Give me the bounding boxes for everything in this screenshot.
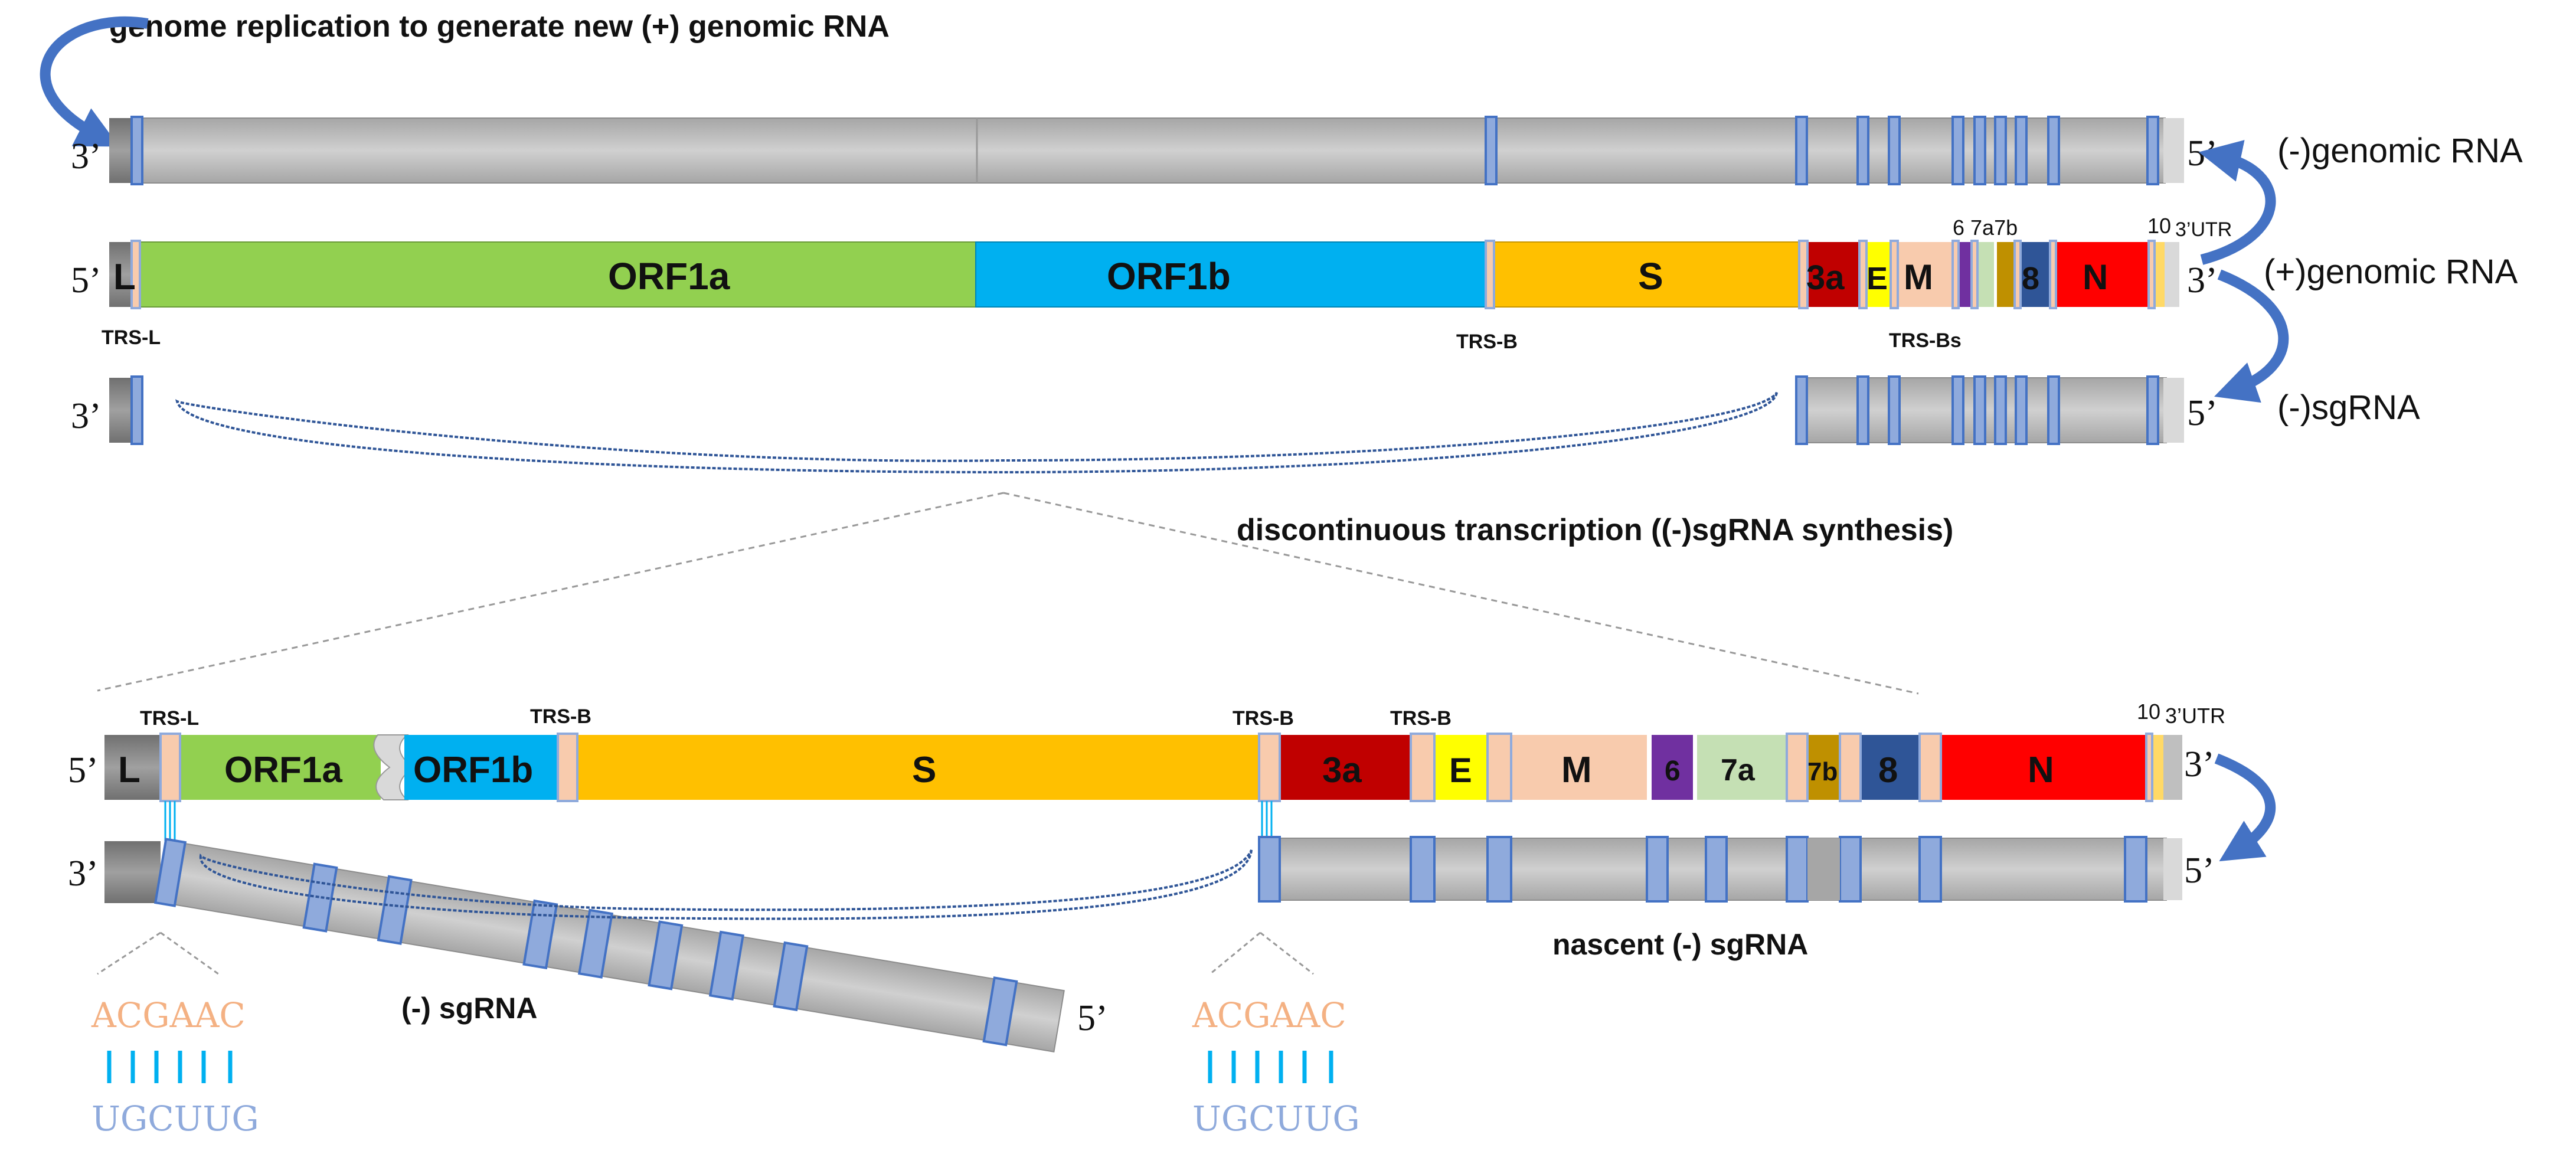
seq-zoom-left-b (160, 931, 219, 975)
complement-sequence-right: UGCUUG (1192, 1099, 1360, 1139)
base-pair-bars-left (107, 1051, 233, 1083)
detail-gene-M-label: M (1561, 750, 1592, 790)
detail-gene-10-label: 10 (2137, 699, 2160, 724)
detail-trs-B-label-2: TRS-B (1233, 707, 1294, 730)
detail-template-switch-dotted-arrow (199, 849, 1253, 920)
base-pair-bars-right (1208, 1051, 1333, 1083)
slanted-5prime-label: 5’ (1077, 998, 1108, 1038)
gene-M-label: M (1904, 257, 1933, 297)
pos-genomic-3prime-label: 3’ (2187, 260, 2218, 300)
gene-E-label: E (1866, 261, 1888, 296)
detail-gene-S-label: S (912, 750, 936, 790)
seq-zoom-right-b (1260, 931, 1314, 975)
detail-trs-B-label-3: TRS-B (1390, 707, 1452, 730)
detail-3prime-label: 3’ (2184, 744, 2215, 784)
neg-genomic-3prime-label: 3’ (71, 136, 102, 176)
detail-utr3-label: 3’UTR (2165, 704, 2225, 728)
replication-arrow-icon (40, 16, 149, 147)
detail-neg-sgrna-start (104, 841, 161, 903)
seq-zoom-right-a (1209, 931, 1261, 975)
gene-orf1a-label: ORF1a (608, 255, 730, 298)
gene-orf1b-label: ORF1b (1107, 255, 1231, 298)
detail-arrow-icon (2214, 753, 2276, 862)
detail-gene-orf1b-label: ORF1b (413, 750, 533, 790)
detail-gene-3a-label: 3a (1322, 750, 1362, 790)
detail-gene-E-label: E (1449, 751, 1472, 790)
title-text: genome replication to generate new (+) g… (109, 9, 890, 44)
neg-genomic-5prime-label: 5’ (2187, 133, 2218, 174)
detail-gene-N-label: N (2028, 750, 2054, 790)
gene-8-label: 8 (2022, 261, 2039, 296)
utr3-label: 3’UTR (2175, 218, 2232, 241)
zoom-line-right (1003, 492, 1919, 695)
gene-3a-label: 3a (1806, 259, 1845, 297)
zoom-line-left (97, 492, 1004, 692)
detail-gene-7b-label: 7b (1807, 757, 1838, 786)
pos-genomic-rna-strand (109, 240, 2179, 309)
template-switch-dotted-arrow (175, 391, 1778, 474)
gene-S-label: S (1638, 255, 1663, 298)
detail-gene-L-label: L (118, 750, 140, 790)
detail-gene-orf1a-label: ORF1a (224, 750, 342, 790)
leader-sequence-right: ACGAAC (1192, 995, 1346, 1035)
trs-B-label: TRS-B (1456, 331, 1518, 353)
base-pairing-lines (164, 801, 1273, 841)
gene-N-label: N (2083, 257, 2108, 297)
nascent-5prime-label: 5’ (2184, 851, 2215, 891)
detail-genome-strand (104, 733, 2182, 802)
gene-6-7a-7b-label: 6 7a7b (1953, 215, 2018, 240)
neg-sgrna-label: (-)sgRNA (2277, 388, 2420, 427)
replication-arrow-right-icon (2198, 140, 2276, 265)
detail-trs-B-label-1: TRS-B (530, 705, 591, 728)
complement-sequence-left: UGCUUG (91, 1099, 259, 1139)
neg-sgrna-top-strand (109, 375, 2184, 445)
neg-genomic-rna-label: (-)genomic RNA (2277, 132, 2523, 170)
seq-zoom-left-a (97, 931, 161, 975)
pos-genomic-5prime-label: 5’ (71, 260, 102, 300)
detail-gene-7a-label: 7a (1721, 753, 1756, 787)
neg-sgrna-bottom-label: (-) sgRNA (401, 992, 538, 1025)
gene-L-label: L (113, 257, 136, 298)
detail-gene-8-label: 8 (1878, 750, 1898, 790)
nascent-sgrna-label: nascent (-) sgRNA (1552, 928, 1808, 961)
detail-gene-6-label: 6 (1665, 756, 1681, 787)
trs-Bs-label: TRS-Bs (1889, 329, 1962, 352)
neg-genomic-rna-strand (109, 116, 2184, 185)
trs-L-label: TRS-L (102, 326, 161, 349)
detail-sgrna-3prime-label: 3’ (68, 854, 99, 894)
detail-5prime-label: 5’ (68, 750, 99, 790)
discontinuous-transcription-caption: discontinuous transcription ((-)sgRNA sy… (1237, 513, 1953, 547)
gene-10-label: 10 (2147, 214, 2171, 238)
transcription-arrow-right-icon (2214, 269, 2289, 403)
nascent-sgrna-strand (1258, 836, 2182, 903)
leader-sequence-left: ACGAAC (91, 995, 246, 1035)
neg-sgrna-3prime-label: 3’ (71, 396, 102, 436)
detail-trs-L-label: TRS-L (140, 707, 199, 730)
neg-sgrna-5prime-label: 5’ (2187, 393, 2218, 433)
pos-genomic-rna-label: (+)genomic RNA (2264, 253, 2518, 291)
detail-neg-sgrna-slanted-strand (153, 838, 1065, 1052)
